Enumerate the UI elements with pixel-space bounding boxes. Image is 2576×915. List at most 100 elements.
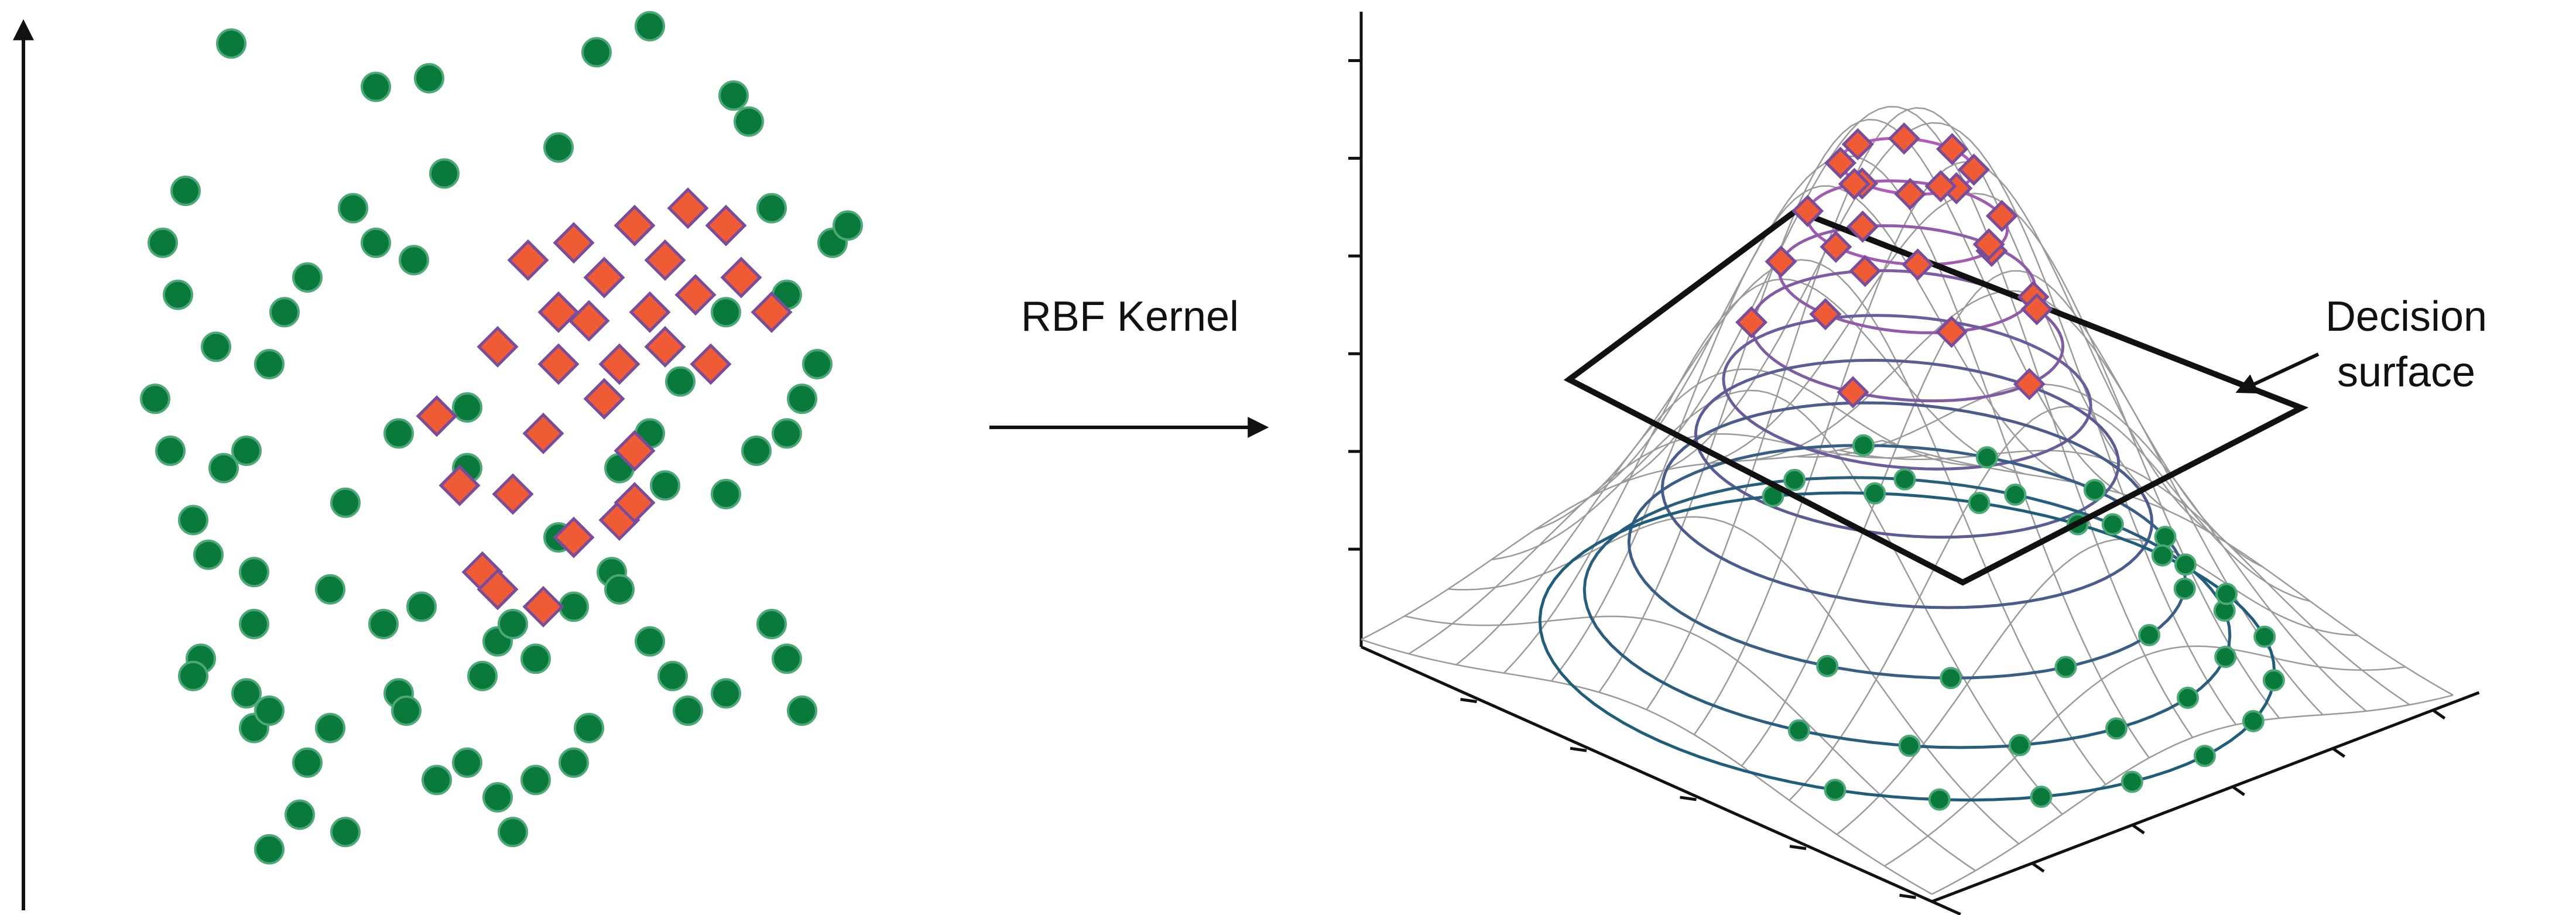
contour-ring	[1627, 444, 2187, 680]
class-a-point	[368, 609, 399, 639]
class-a-point	[543, 132, 574, 163]
decision-plane	[1563, 207, 2309, 586]
class-a-point	[254, 349, 285, 379]
class-b-point	[2013, 368, 2046, 400]
y-tick	[2232, 785, 2245, 796]
x-tick	[1899, 893, 1916, 899]
mesh-line	[1836, 538, 2358, 835]
class-a-point	[148, 227, 178, 258]
class-b-point	[477, 325, 519, 368]
class-a-point	[2121, 770, 2143, 793]
class-b-point	[416, 395, 458, 437]
class-b-point	[705, 204, 747, 246]
class-a-point	[787, 695, 817, 726]
class-a-point	[208, 453, 239, 484]
class-a-point	[482, 782, 513, 813]
class-a-point	[429, 158, 460, 189]
kernel-transform: RBF Kernel	[989, 293, 1269, 438]
class-b-point	[537, 291, 580, 333]
inner-class-points	[1735, 122, 2053, 409]
class-a-point	[2030, 786, 2053, 808]
x-tick	[1680, 796, 1697, 801]
class-b-point	[644, 239, 686, 281]
class-a-point	[734, 106, 764, 137]
class-b-point	[1735, 306, 1768, 339]
outer-class-points	[1762, 434, 2285, 811]
class-a-point	[193, 539, 224, 570]
contour-ring	[1722, 314, 2092, 471]
x-axis	[1360, 645, 1961, 915]
class-b-point	[1838, 167, 1871, 200]
class-b-point	[553, 516, 595, 558]
class-b-point	[522, 585, 564, 628]
class-a-point	[665, 366, 696, 397]
class-a-point	[391, 695, 422, 726]
class-a-point	[520, 765, 551, 796]
class-a-point	[422, 765, 452, 796]
class-b-point	[690, 343, 732, 385]
class-b-point	[537, 343, 580, 385]
class-a-point	[498, 609, 528, 639]
class-b-point	[1902, 248, 1934, 281]
class-a-point	[498, 817, 528, 848]
class-a-point	[1898, 734, 1921, 757]
class-a-point	[292, 262, 323, 293]
class-a-point	[2105, 717, 2128, 740]
class-b-point	[553, 222, 595, 264]
y-tick	[2031, 862, 2045, 873]
class-b-point	[1847, 210, 1879, 243]
class-a-point	[285, 799, 315, 830]
class-b-point	[2020, 293, 2053, 325]
class-a-point	[741, 436, 772, 466]
class-a-point	[802, 349, 833, 379]
class-b-point	[1985, 200, 2018, 232]
class-a-point	[2137, 623, 2160, 646]
class-a-point	[315, 712, 345, 743]
class-a-point	[2215, 582, 2238, 605]
class-a-point	[269, 297, 300, 328]
class-a-point	[581, 37, 612, 68]
class-a-point	[361, 227, 391, 258]
class-a-point	[452, 392, 482, 423]
y-tick	[2332, 747, 2346, 758]
decision-label-line1: Decision	[2325, 293, 2487, 340]
class-b-point	[439, 464, 481, 506]
class-a-point	[520, 643, 551, 674]
class-b-point	[1837, 376, 1869, 409]
class-b-point	[614, 204, 656, 246]
class-a-point	[1787, 719, 1810, 742]
class-b-point	[1924, 170, 1957, 203]
class-b-point	[1849, 255, 1882, 287]
class-a-point	[1968, 492, 1991, 515]
class-a-point	[1816, 654, 1839, 677]
class-b-point	[751, 291, 793, 333]
class-b-point	[1824, 146, 1857, 179]
class-a-point	[711, 479, 741, 509]
class-b-point	[1841, 128, 1874, 160]
class-a-point	[2154, 526, 2177, 549]
class-a-point	[330, 487, 361, 518]
class-a-point	[787, 383, 817, 414]
class-a-point	[2193, 745, 2216, 767]
class-a-point	[2214, 646, 2237, 669]
class-a-point	[657, 660, 688, 691]
class-a-point	[201, 331, 231, 362]
class-a-point	[772, 418, 802, 449]
class-b-point	[1765, 245, 1797, 278]
3d-axes	[1348, 12, 2480, 915]
contour-ring	[1660, 401, 2154, 609]
class-a-point	[414, 63, 444, 94]
class-a-point	[2101, 513, 2124, 536]
class-a-point	[231, 678, 262, 709]
class-a-point	[155, 436, 186, 466]
class-a-point	[2173, 577, 2196, 600]
decision-label-pointer	[2235, 352, 2320, 394]
class-a-point	[2008, 734, 2031, 756]
class-a-point	[635, 626, 665, 657]
class-a-point	[1824, 779, 1847, 801]
mesh-line	[1455, 368, 1978, 666]
class-a-point	[2262, 669, 2285, 692]
class-b-point	[1888, 122, 1920, 155]
class-a-point	[2253, 625, 2276, 648]
class-b-point	[644, 325, 686, 368]
